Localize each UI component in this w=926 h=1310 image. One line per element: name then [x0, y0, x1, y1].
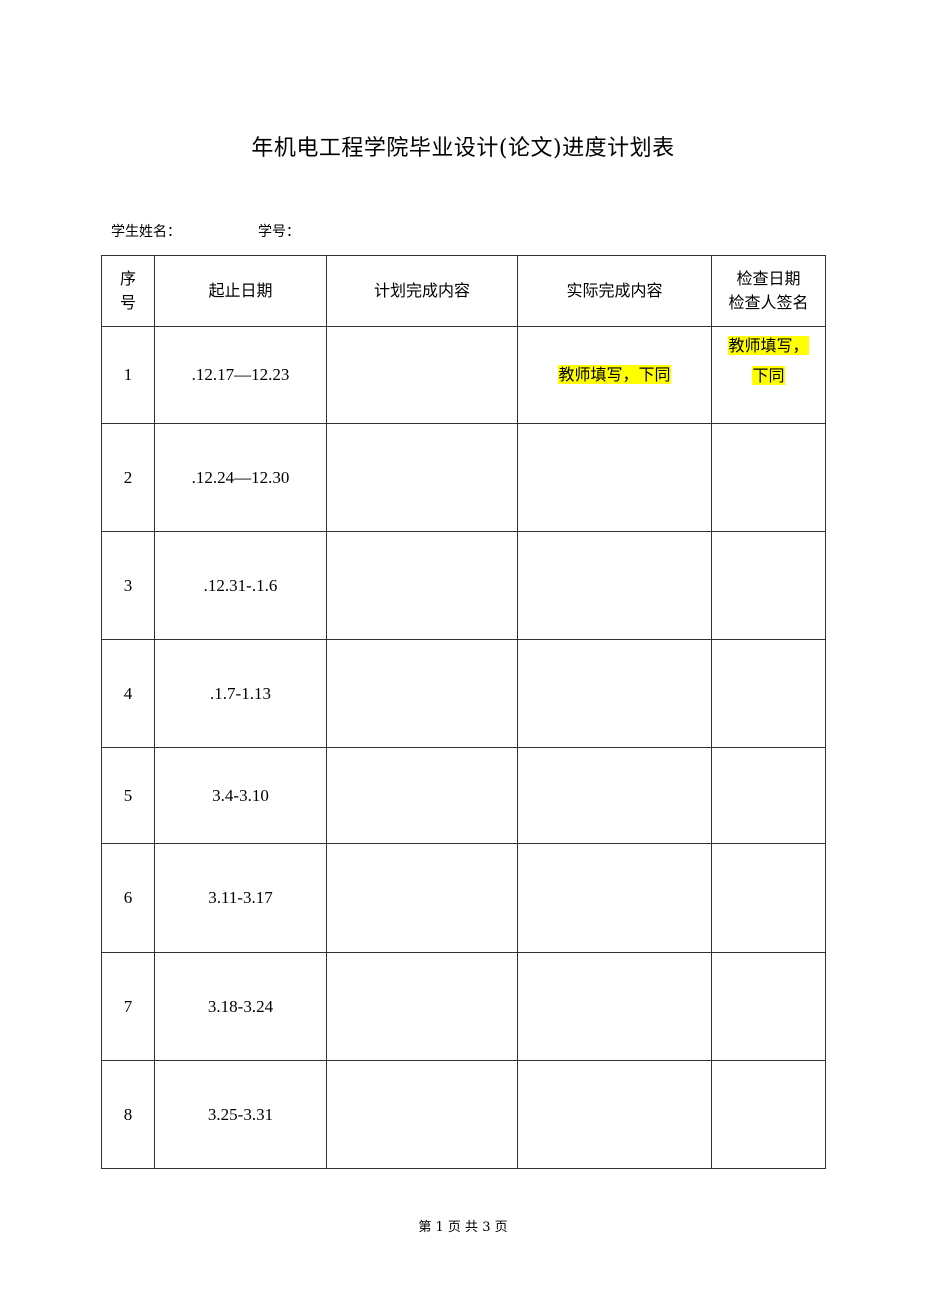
student-id-label: 学号： — [258, 224, 300, 240]
cell-check[interactable] — [711, 1060, 826, 1169]
student-info: 学生姓名： 学号： — [111, 221, 300, 241]
header-dates: 起止日期 — [154, 255, 327, 327]
header-seq-line1: 序 — [119, 269, 136, 288]
page-number-footer: 第 1 页 共 3 页 — [418, 1220, 508, 1235]
cell-check[interactable]: 教师填写， 下同 — [711, 326, 826, 424]
header-seq-line2: 号 — [119, 293, 136, 312]
cell-actual[interactable] — [517, 952, 712, 1061]
cell-dates: 3.25-3.31 — [154, 1060, 327, 1169]
cell-seq: 2 — [101, 423, 155, 532]
header-check-line2: 检查人签名 — [728, 293, 809, 312]
cell-planned[interactable] — [326, 1060, 518, 1169]
teacher-fill-note-line1: 教师填写， — [728, 336, 809, 355]
cell-planned[interactable] — [326, 952, 518, 1061]
cell-dates: .12.17—12.23 — [154, 326, 327, 424]
cell-dates: 3.18-3.24 — [154, 952, 327, 1061]
student-name-label: 学生姓名： — [111, 224, 181, 240]
cell-dates: 3.4-3.10 — [154, 747, 327, 844]
cell-planned[interactable] — [326, 326, 518, 424]
header-actual: 实际完成内容 — [517, 255, 712, 327]
progress-plan-table: 序 号 起止日期 计划完成内容 实际完成内容 检查日期 检查人签名 1 .12.… — [101, 255, 826, 1169]
cell-planned[interactable] — [326, 843, 518, 953]
header-seq: 序 号 — [101, 255, 155, 327]
header-planned: 计划完成内容 — [326, 255, 518, 327]
cell-seq: 6 — [101, 843, 155, 953]
cell-actual[interactable] — [517, 1060, 712, 1169]
cell-dates: .12.31-.1.6 — [154, 531, 327, 640]
cell-check[interactable] — [711, 747, 826, 844]
header-check: 检查日期 检查人签名 — [711, 255, 826, 327]
cell-seq: 3 — [101, 531, 155, 640]
table-row: 5 3.4-3.10 — [101, 747, 826, 844]
cell-dates: 3.11-3.17 — [154, 843, 327, 953]
cell-actual[interactable] — [517, 747, 712, 844]
cell-planned[interactable] — [326, 639, 518, 748]
cell-check[interactable] — [711, 639, 826, 748]
cell-planned[interactable] — [326, 423, 518, 532]
header-check-line1: 检查日期 — [736, 269, 801, 288]
cell-dates: .12.24—12.30 — [154, 423, 327, 532]
table-row: 7 3.18-3.24 — [101, 952, 826, 1061]
table-header-row: 序 号 起止日期 计划完成内容 实际完成内容 检查日期 检查人签名 — [101, 255, 826, 327]
cell-planned[interactable] — [326, 747, 518, 844]
cell-actual[interactable] — [517, 843, 712, 953]
table-row: 3 .12.31-.1.6 — [101, 531, 826, 640]
cell-planned[interactable] — [326, 531, 518, 640]
cell-check[interactable] — [711, 843, 826, 953]
document-title: 年机电工程学院毕业设计(论文)进度计划表 — [251, 136, 675, 161]
cell-check[interactable] — [711, 423, 826, 532]
table-row: 2 .12.24—12.30 — [101, 423, 826, 532]
cell-seq: 1 — [101, 326, 155, 424]
cell-seq: 4 — [101, 639, 155, 748]
cell-seq: 8 — [101, 1060, 155, 1169]
table-row: 4 .1.7-1.13 — [101, 639, 826, 748]
cell-check[interactable] — [711, 952, 826, 1061]
table-row: 1 .12.17—12.23 教师填写，下同 教师填写， 下同 — [101, 326, 826, 424]
cell-check[interactable] — [711, 531, 826, 640]
cell-seq: 5 — [101, 747, 155, 844]
cell-actual[interactable]: 教师填写，下同 — [517, 326, 712, 424]
cell-actual[interactable] — [517, 639, 712, 748]
table-row: 8 3.25-3.31 — [101, 1060, 826, 1169]
teacher-fill-note-line2: 下同 — [752, 366, 785, 385]
table-row: 6 3.11-3.17 — [101, 843, 826, 953]
cell-actual[interactable] — [517, 423, 712, 532]
teacher-fill-note: 教师填写，下同 — [558, 365, 671, 384]
cell-seq: 7 — [101, 952, 155, 1061]
cell-dates: .1.7-1.13 — [154, 639, 327, 748]
cell-actual[interactable] — [517, 531, 712, 640]
